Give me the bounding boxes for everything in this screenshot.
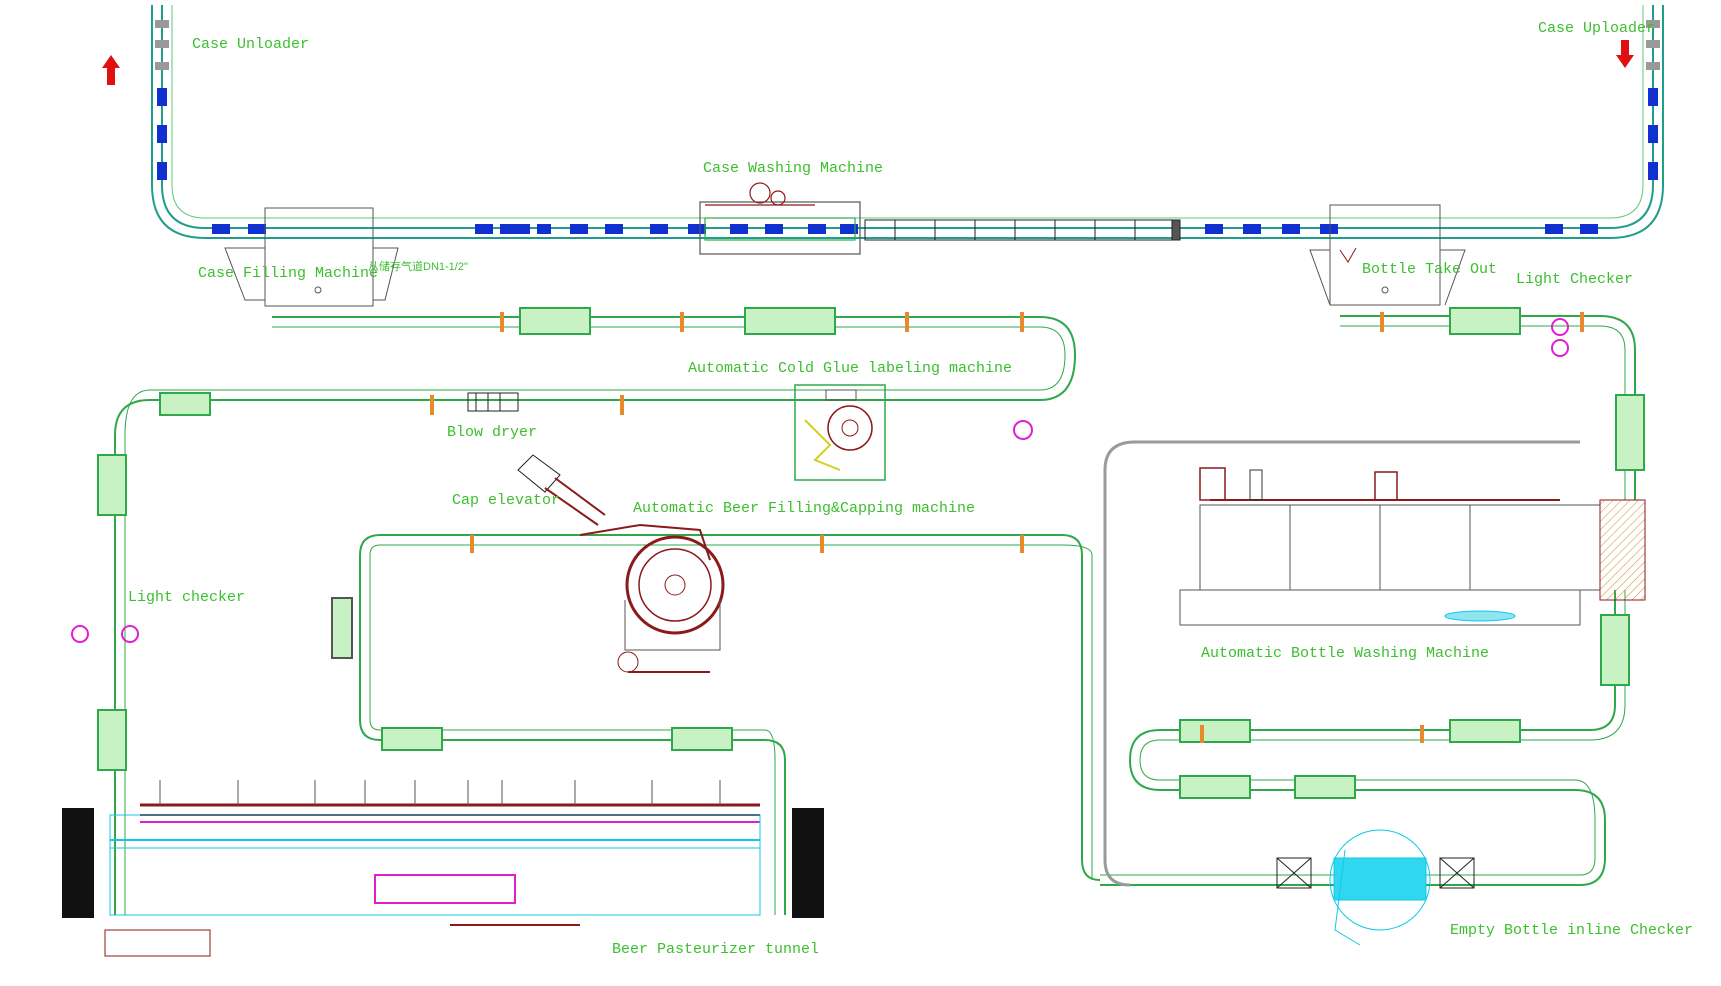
label-bottle-take-out: Bottle Take Out: [1362, 261, 1497, 278]
label-empty-bottle-checker: Empty Bottle inline Checker: [1450, 922, 1693, 939]
label-case-unloader: Case Unloader: [192, 36, 309, 53]
cold-glue-labeling-machine: [794, 384, 886, 481]
label-case-uploader: Case Uploader: [1538, 20, 1655, 37]
label-bottle-washing-machine: Automatic Bottle Washing Machine: [1201, 645, 1489, 662]
label-case-washing-machine: Case Washing Machine: [703, 160, 883, 177]
label-beer-filling-capping: Automatic Beer Filling&Capping machine: [633, 500, 975, 517]
conveyor-joints: [430, 312, 1584, 743]
label-case-filling-machine: Case Filling Machine: [198, 265, 378, 282]
cap-elevator: [517, 454, 606, 526]
label-light-checker-left: Light checker: [128, 589, 245, 606]
beer-pasteurizer-tunnel: [62, 780, 824, 957]
bottle-take-out-machine: [1309, 204, 1466, 306]
empty-bottle-inline-checker: [1276, 829, 1475, 946]
blow-dryer: [467, 392, 519, 412]
case-items: [157, 88, 1658, 234]
case-filling-machine: [224, 207, 399, 307]
label-cap-elevator: Cap elevator: [452, 492, 560, 509]
arrow-down-icon: [1616, 40, 1634, 68]
arrow-up-icon: [102, 55, 120, 85]
case-washing-machine: [699, 182, 861, 255]
light-checker-symbols: [71, 318, 1569, 643]
beer-filling-capping-machine: [579, 523, 725, 673]
diagram-labels: Case Unloader Case Uploader Case Washing…: [128, 20, 1693, 958]
case-conveyor: [151, 5, 1664, 241]
label-light-checker-right: Light Checker: [1516, 271, 1633, 288]
bottle-washing-machine: [1179, 467, 1646, 626]
label-blow-dryer: Blow dryer: [447, 424, 537, 441]
label-cold-glue-labeling: Automatic Cold Glue labeling machine: [688, 360, 1012, 377]
label-small-note: 从储存气道DN1-1/2": [368, 259, 468, 273]
bottle-conveyor: [97, 307, 1645, 915]
label-beer-pasteurizer: Beer Pasteurizer tunnel: [612, 941, 819, 958]
